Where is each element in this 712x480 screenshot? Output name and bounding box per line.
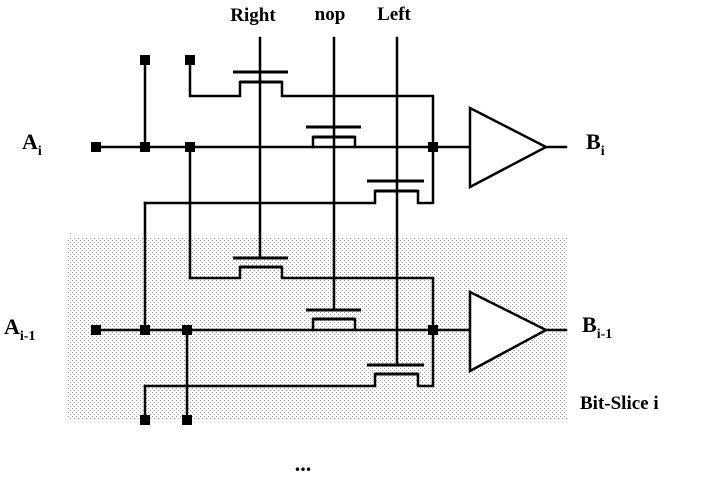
output-label-b-i: Bi (586, 129, 605, 159)
control-label-nop: nop (315, 4, 346, 25)
terminal-bottom-stub (182, 415, 192, 425)
junction-dot (428, 142, 438, 152)
terminal-bottom-stub (140, 415, 150, 425)
bit-slice-label: Bit-Slice i (580, 393, 659, 414)
input-label-a-i-minus-1-base: A (4, 314, 20, 339)
transistor-right-bottom (188, 256, 435, 332)
control-label-right: Right (230, 5, 276, 26)
terminal-a-i-minus-1 (91, 325, 101, 335)
input-label-a-i-sub: i (38, 144, 42, 159)
control-label-left: Left (377, 4, 411, 25)
continuation-dots: ... (295, 451, 312, 476)
buffer-b-i (468, 105, 549, 190)
junction-dot (185, 142, 195, 152)
transistor-nop-top (306, 125, 361, 149)
input-label-a-i-base: A (22, 129, 38, 154)
output-label-b-i-sub: i (601, 144, 605, 159)
output-label-b-i-minus-1: Bi-1 (582, 312, 612, 342)
junction-dot (428, 325, 438, 335)
transistor-nop-bottom (306, 308, 361, 332)
input-label-a-i: Ai (22, 129, 42, 159)
junction-dot (140, 325, 150, 335)
input-label-a-i-minus-1: Ai-1 (4, 314, 35, 344)
output-label-b-i-minus-1-sub: i-1 (597, 327, 613, 342)
buffer-b-i-minus-1 (468, 289, 549, 374)
output-label-b-i-minus-1-base: B (582, 312, 597, 337)
transistor-left-bottom (143, 328, 435, 388)
junction-dot (140, 142, 150, 152)
terminal-top-stub (185, 55, 195, 65)
input-label-a-i-minus-1-sub: i-1 (20, 329, 36, 344)
terminal-top-stub (140, 55, 150, 65)
transistor-right-top (188, 58, 435, 149)
transistor-left-top (143, 145, 435, 205)
junction-dot (182, 325, 192, 335)
output-label-b-i-base: B (586, 129, 601, 154)
terminal-a-i (91, 142, 101, 152)
